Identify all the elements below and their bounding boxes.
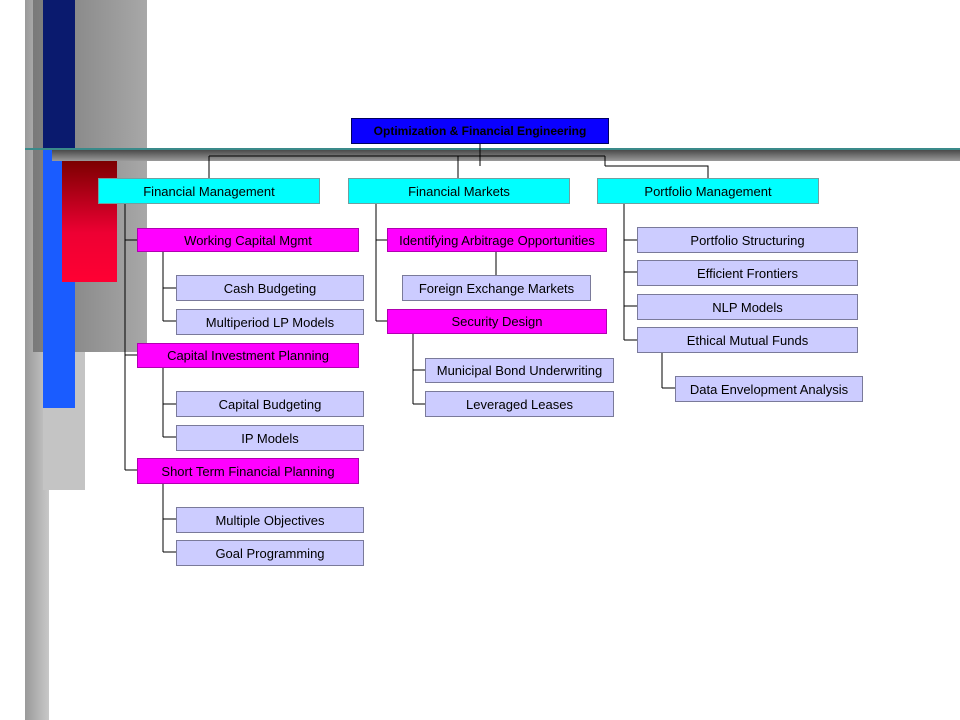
navy-bar bbox=[43, 0, 75, 150]
leveraged-leases-node: Leveraged Leases bbox=[425, 391, 614, 417]
capital-investment-node: Capital Investment Planning bbox=[137, 343, 359, 368]
goal-programming-node: Goal Programming bbox=[176, 540, 364, 566]
short-term-planning-node: Short Term Financial Planning bbox=[137, 458, 359, 484]
financial-management-node: Financial Management bbox=[98, 178, 320, 204]
arbitrage-node: Identifying Arbitrage Opportunities bbox=[387, 228, 607, 252]
working-capital-node: Working Capital Mgmt bbox=[137, 228, 359, 252]
nlp-models-node: NLP Models bbox=[637, 294, 858, 320]
financial-markets-node: Financial Markets bbox=[348, 178, 570, 204]
municipal-bond-node: Municipal Bond Underwriting bbox=[425, 358, 614, 383]
efficient-frontiers-node: Efficient Frontiers bbox=[637, 260, 858, 286]
security-design-node: Security Design bbox=[387, 309, 607, 334]
multiperiod-lp-node: Multiperiod LP Models bbox=[176, 309, 364, 335]
cash-budgeting-node: Cash Budgeting bbox=[176, 275, 364, 301]
data-envelopment-node: Data Envelopment Analysis bbox=[675, 376, 863, 402]
root-node: Optimization & Financial Engineering bbox=[351, 118, 609, 144]
ip-models-node: IP Models bbox=[176, 425, 364, 451]
portfolio-structuring-node: Portfolio Structuring bbox=[637, 227, 858, 253]
multiple-objectives-node: Multiple Objectives bbox=[176, 507, 364, 533]
ethical-mutual-funds-node: Ethical Mutual Funds bbox=[637, 327, 858, 353]
portfolio-management-node: Portfolio Management bbox=[597, 178, 819, 204]
capital-budgeting-node: Capital Budgeting bbox=[176, 391, 364, 417]
horizontal-teal-line bbox=[25, 148, 960, 150]
foreign-exchange-node: Foreign Exchange Markets bbox=[402, 275, 591, 301]
